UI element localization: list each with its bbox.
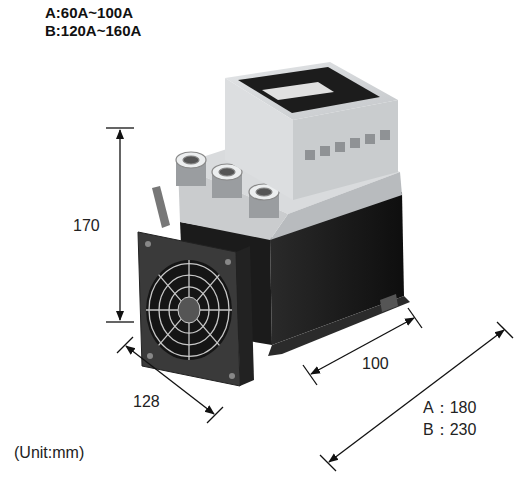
dimension-128 [117, 337, 223, 423]
dimension-value: B：230 [423, 420, 476, 439]
dimension-170 [106, 128, 134, 322]
fan-side [236, 246, 254, 386]
clip-lever [152, 186, 170, 228]
dimension-value: 128 [133, 392, 160, 411]
control-terminals [305, 130, 390, 160]
dimension-value: A：180 [423, 398, 476, 417]
dimension-value: 100 [362, 354, 389, 373]
nameplate-sticker [262, 82, 334, 100]
model-range: B:120A~160A [45, 22, 141, 40]
fan-screws [145, 241, 235, 379]
unit-note: (Unit:mm) [14, 443, 84, 462]
mount-foot [380, 294, 398, 312]
nameplate [238, 67, 380, 113]
fan-hub [178, 297, 200, 323]
model-range: A:60A~100A [45, 4, 133, 22]
fan-frame [138, 232, 240, 386]
dimension-100 [303, 308, 422, 385]
fan-grille [146, 260, 232, 360]
dimension-length [320, 322, 513, 471]
fan-opening [146, 260, 232, 360]
dimension-value: 170 [73, 216, 100, 235]
module-right [293, 100, 398, 200]
